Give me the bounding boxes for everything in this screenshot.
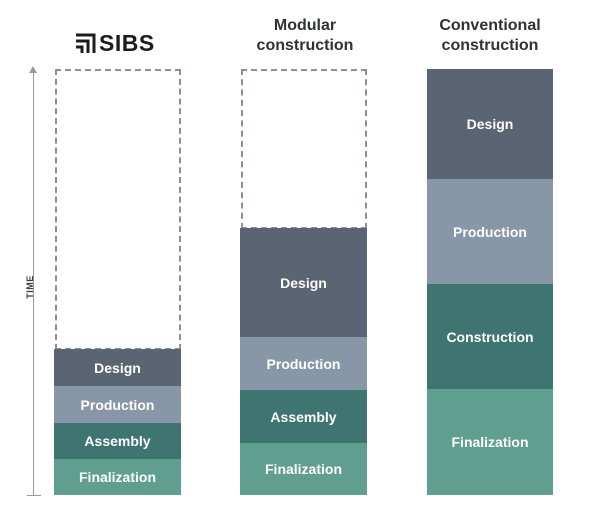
conventional-design-segment: Design [427,69,553,179]
sibs-logo: SIBS [74,30,155,56]
sibs-design-segment: Design [54,349,181,386]
modular-title-line2: construction [256,37,354,54]
sibs-logo-icon [76,33,96,53]
modular-stack: Design Production Assembly Finalization [240,228,367,495]
conventional-title-line1: Conventional [439,17,541,34]
sibs-production-segment: Production [54,386,181,423]
time-axis-baseline-tick [27,495,41,496]
sibs-stack: Design Production Assembly Finalization [54,349,181,495]
logo-text: SIBS [99,30,155,56]
modular-finalization-segment: Finalization [240,443,367,495]
time-axis-arrow-icon [29,66,37,73]
conventional-construction-title: Conventional construction [420,16,560,56]
conventional-title-line2: construction [441,37,539,54]
modular-title-line1: Modular [273,17,337,34]
modular-production-segment: Production [240,337,367,390]
time-axis-label: TIME [25,275,35,299]
conventional-stack: Design Production Construction Finalizat… [427,69,553,495]
conventional-construction-segment: Construction [427,284,553,389]
conventional-production-segment: Production [427,179,553,284]
sibs-finalization-segment: Finalization [54,459,181,495]
modular-design-segment: Design [240,228,367,337]
conventional-finalization-segment: Finalization [427,389,553,495]
modular-time-saved-outline [241,69,367,229]
sibs-assembly-segment: Assembly [54,423,181,459]
modular-assembly-segment: Assembly [240,390,367,443]
time-axis-line [33,70,34,496]
sibs-time-saved-outline [55,69,181,350]
modular-construction-title: Modular construction [235,16,375,56]
